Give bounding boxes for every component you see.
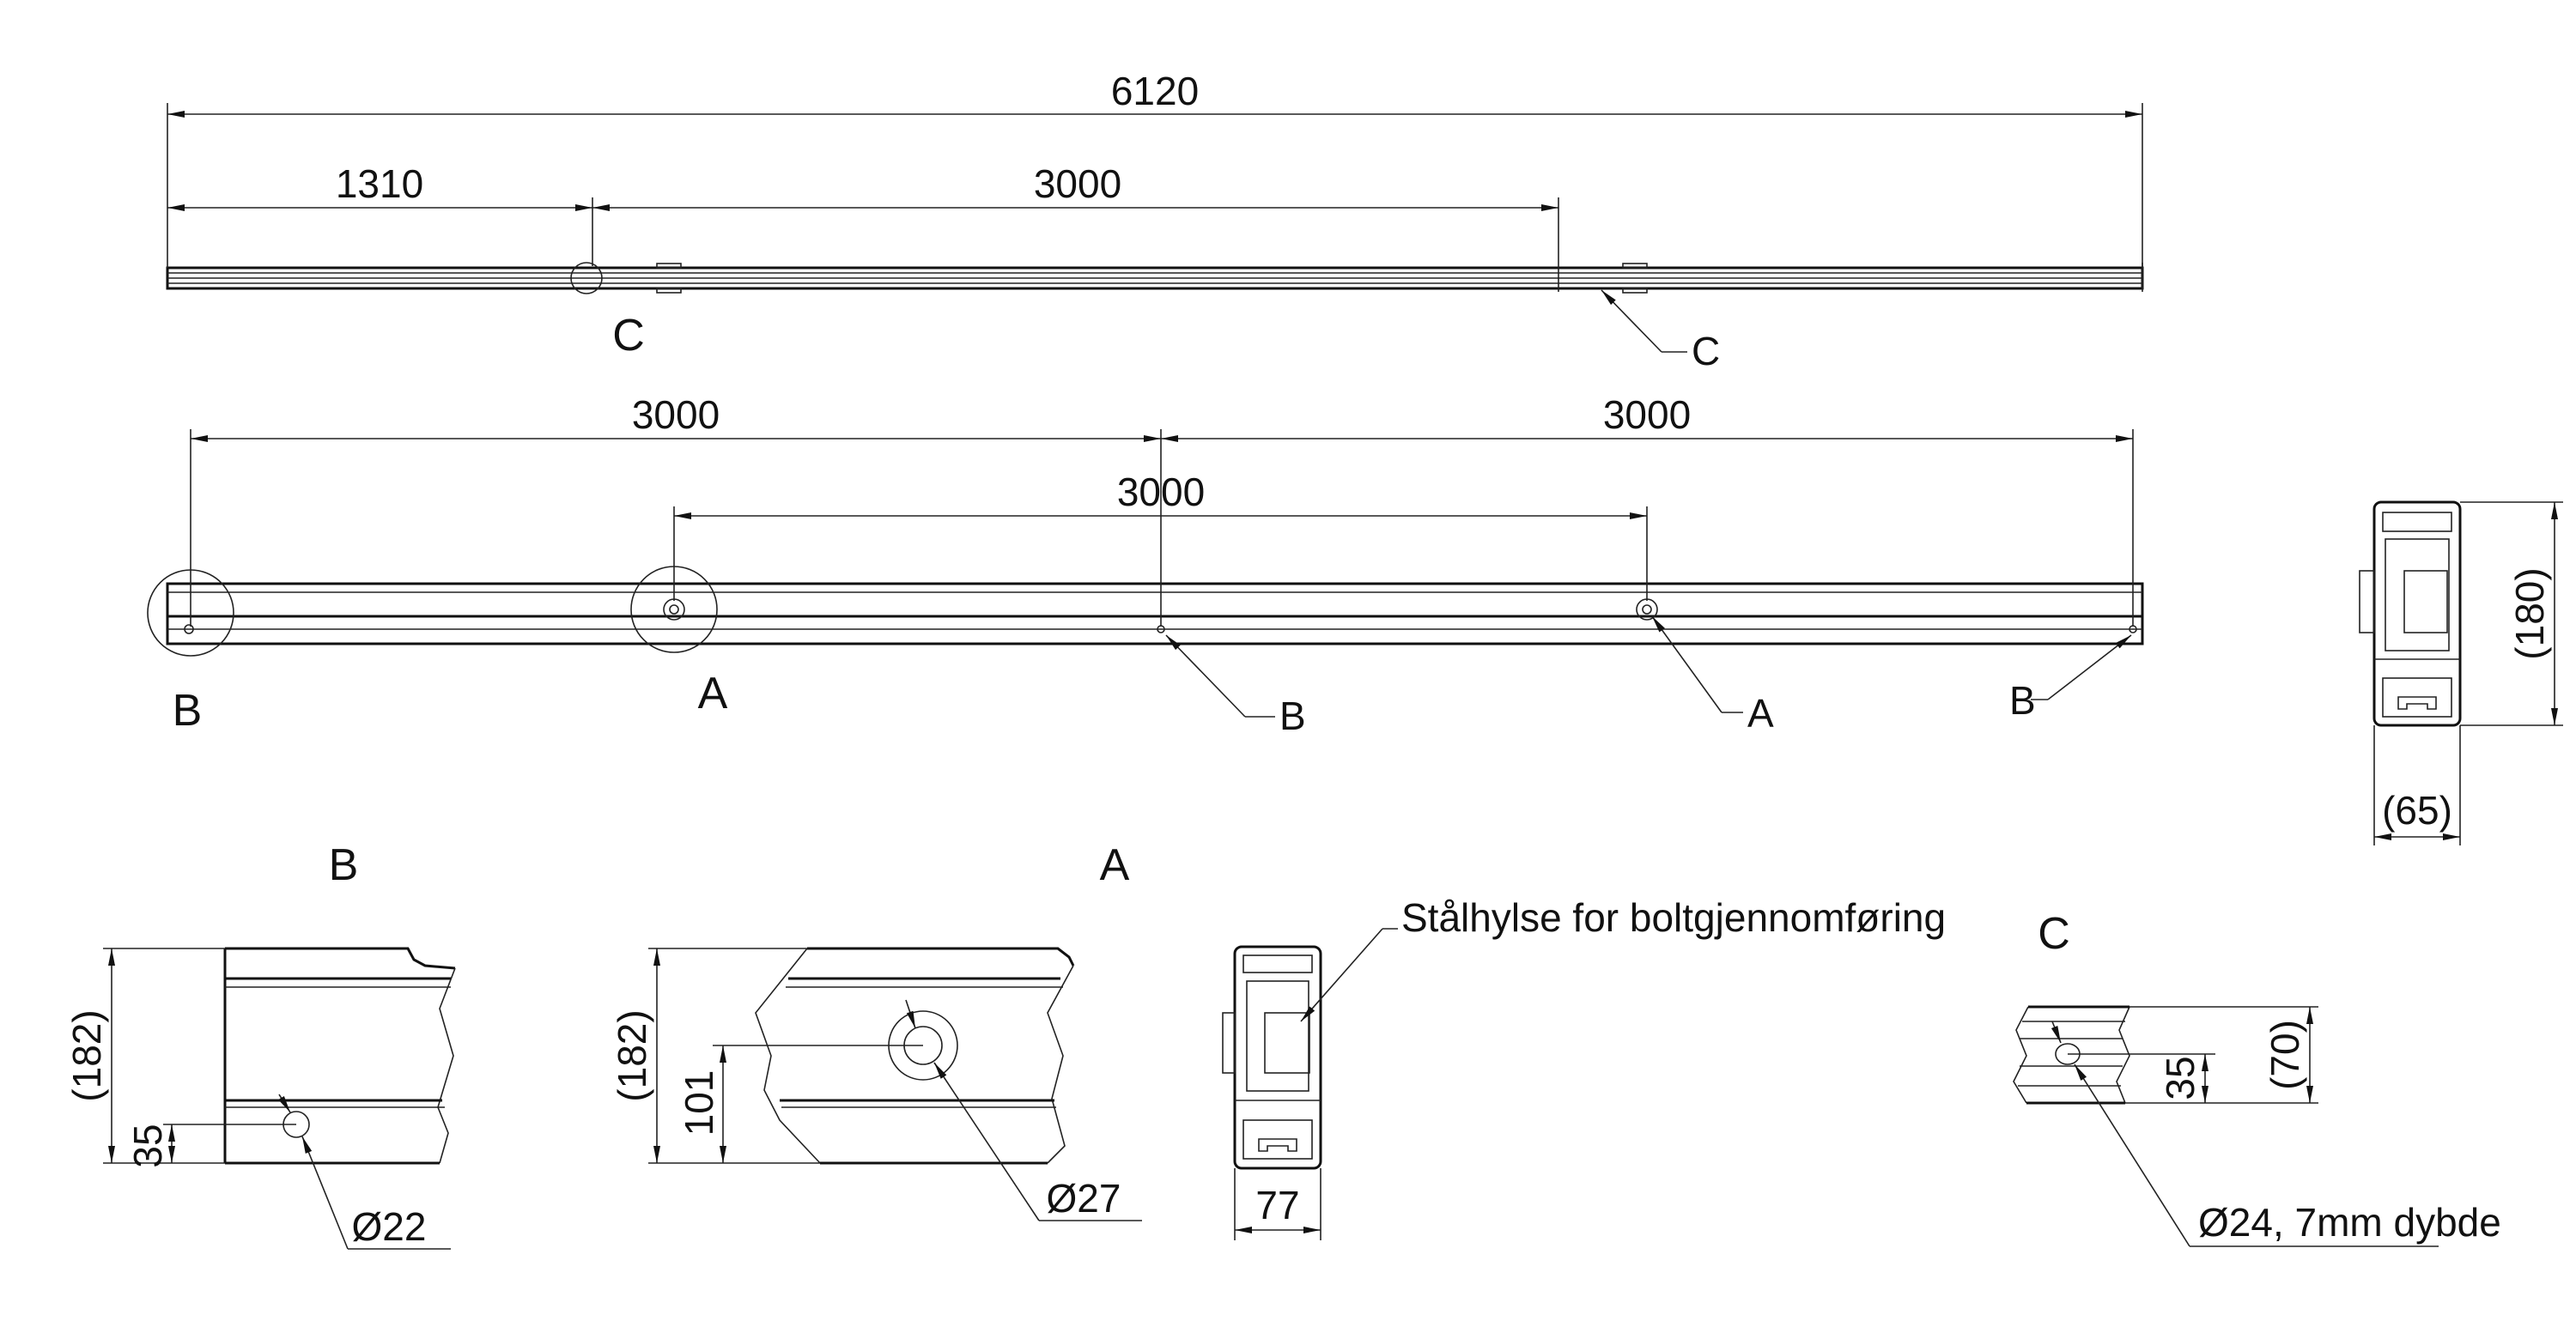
label-a-circle: A	[698, 669, 728, 718]
dimension-35-c: 35	[2068, 1053, 2215, 1104]
label-b-circle: B	[173, 686, 203, 736]
label-c-circle: C	[612, 311, 645, 361]
dimension-dia27: Ø27	[905, 999, 1142, 1221]
dim-101-text: 101	[677, 1070, 721, 1136]
dimension-182-b: (182)	[64, 948, 225, 1164]
dim-3000-left-text: 3000	[632, 392, 720, 437]
dim-3000-mid-text: 3000	[1117, 470, 1205, 514]
leader-a: A	[1651, 615, 1774, 736]
dimension-180: (180)	[2460, 501, 2563, 726]
dim-1310-text: 1310	[336, 161, 423, 206]
top-view-beam	[166, 258, 2144, 294]
dim-3000-top-text: 3000	[1034, 161, 1121, 206]
dimension-1310: 1310	[167, 161, 593, 266]
dimension-101: 101	[677, 1045, 923, 1163]
leader-a-text: A	[1747, 691, 1774, 736]
dim-70-text: (70)	[2263, 1020, 2307, 1090]
end-section-view	[2359, 500, 2462, 727]
sleeve-leader: Stålhylse for boltgjennomføring	[1300, 895, 1946, 1022]
leader-b-mid-text: B	[1279, 694, 1306, 738]
leader-c: C	[1601, 289, 1720, 373]
dimension-35-b: 35	[125, 1124, 296, 1168]
dim-182-a-text: (182)	[610, 1009, 654, 1101]
dimension-dia22: Ø22	[278, 1094, 451, 1250]
dim-dia22-text: Ø22	[352, 1204, 427, 1249]
dimension-6120: 6120	[167, 69, 2143, 268]
detail-a-title: A	[1100, 840, 1130, 890]
detail-c-view	[2013, 1005, 2130, 1105]
dimension-dia24: Ø24, 7mm dybde	[2050, 1021, 2501, 1247]
dimension-3000-top: 3000	[592, 161, 1559, 258]
side-view-beam	[147, 566, 2144, 657]
dimension-65: (65)	[2373, 725, 2461, 845]
leader-b-right: B	[2009, 634, 2132, 723]
dim-35-c-text: 35	[2158, 1056, 2202, 1100]
detail-c-title: C	[2038, 909, 2070, 959]
detail-c-circle	[570, 262, 603, 294]
leader-b-right-text: B	[2009, 678, 2036, 723]
detail-b-view	[223, 947, 456, 1165]
dim-77-text: 77	[1255, 1183, 1299, 1227]
leader-c-text: C	[1692, 329, 1720, 373]
dimension-3000-mid: 3000	[673, 470, 1648, 601]
dim-6120-text: 6120	[1111, 69, 1199, 113]
sleeve-section-view	[1222, 945, 1322, 1170]
dimension-3000-right: 3000	[1161, 392, 2133, 442]
dim-65-text: (65)	[2382, 788, 2452, 833]
dim-dia24-text: Ø24, 7mm dybde	[2198, 1200, 2501, 1245]
dimension-3000-left: 3000	[190, 392, 2134, 627]
dim-180-text: (180)	[2507, 567, 2552, 659]
detail-a-view	[755, 947, 1075, 1165]
dimension-70: (70)	[2129, 1006, 2318, 1104]
dimension-77: 77	[1234, 1168, 1321, 1240]
dim-182-b-text: (182)	[64, 1009, 109, 1101]
leader-b-mid: B	[1165, 634, 1306, 738]
dim-dia27-text: Ø27	[1047, 1176, 1121, 1221]
sleeve-note-text: Stålhylse for boltgjennomføring	[1401, 895, 1946, 940]
dim-35-b-text: 35	[125, 1124, 170, 1167]
dim-3000-right-text: 3000	[1603, 392, 1691, 437]
detail-b-title: B	[329, 840, 359, 890]
dimension-182-a: (182)	[610, 948, 820, 1164]
